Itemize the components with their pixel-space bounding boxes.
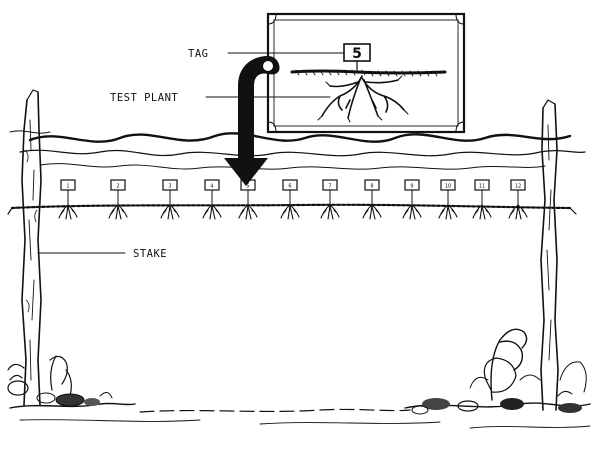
row-plant-roots bbox=[508, 204, 528, 220]
inset-test-plant bbox=[317, 75, 409, 123]
test-plant-callout: TEST PLANT bbox=[110, 92, 331, 104]
row-plant: 4 bbox=[202, 179, 222, 220]
rope-line bbox=[7, 203, 577, 215]
row-plant-roots bbox=[160, 204, 180, 220]
row-plant-roots bbox=[202, 204, 222, 220]
row-plant: 9 bbox=[402, 179, 422, 220]
row-tag-number: 8 bbox=[370, 184, 373, 190]
row-plant-roots bbox=[438, 204, 458, 220]
stake-label: STAKE bbox=[133, 248, 167, 260]
inset-tag-number: 5 bbox=[352, 46, 362, 62]
row-tag-number: 7 bbox=[328, 184, 331, 190]
row-plant-roots bbox=[472, 204, 492, 220]
row-plant: 12 bbox=[508, 179, 528, 220]
row-plant-roots bbox=[58, 204, 78, 220]
right-stake bbox=[540, 99, 559, 411]
row-plant-roots bbox=[362, 204, 382, 220]
stake-callout: STAKE bbox=[37, 248, 167, 260]
row-tag-number: 12 bbox=[515, 184, 521, 190]
row-plant-roots bbox=[320, 204, 340, 220]
right-vegetation bbox=[411, 328, 587, 415]
row-plant: 6 bbox=[280, 179, 300, 220]
inset-frame: 5 bbox=[266, 12, 466, 134]
row-plant: 5 bbox=[238, 179, 258, 220]
row-tag-number: 6 bbox=[288, 184, 291, 190]
row-tag-number: 4 bbox=[210, 184, 213, 190]
row-tag-number: 10 bbox=[445, 184, 451, 190]
row-plant-roots bbox=[402, 204, 422, 220]
tag-callout: TAG bbox=[188, 48, 345, 60]
row-plant: 2 bbox=[108, 179, 128, 220]
row-plant-roots bbox=[238, 204, 258, 220]
row-plant: 7 bbox=[320, 179, 340, 220]
left-vegetation bbox=[7, 355, 113, 407]
row-tag-number: 1 bbox=[66, 184, 69, 190]
row-plant-roots bbox=[280, 204, 300, 220]
left-stake bbox=[21, 89, 42, 406]
row-tag-number: 5 bbox=[246, 184, 249, 190]
row-tag-number: 3 bbox=[168, 184, 171, 190]
row-tag-number: 9 bbox=[410, 184, 413, 190]
row-tag-number: 2 bbox=[116, 184, 119, 190]
inset-rope bbox=[290, 69, 447, 77]
row-plant: 3 bbox=[160, 179, 180, 220]
test-plant-label: TEST PLANT bbox=[110, 92, 178, 104]
row-plant: 10 bbox=[438, 179, 458, 220]
water-surface bbox=[9, 130, 586, 170]
row-plant: 8 bbox=[362, 179, 382, 220]
row-plant-roots bbox=[108, 204, 128, 220]
pointer-arrow bbox=[224, 56, 280, 186]
row-plant: 11 bbox=[472, 179, 492, 220]
row-plant: 1 bbox=[58, 179, 78, 220]
row-tag-number: 11 bbox=[479, 184, 485, 190]
tag-label: TAG bbox=[188, 48, 208, 60]
